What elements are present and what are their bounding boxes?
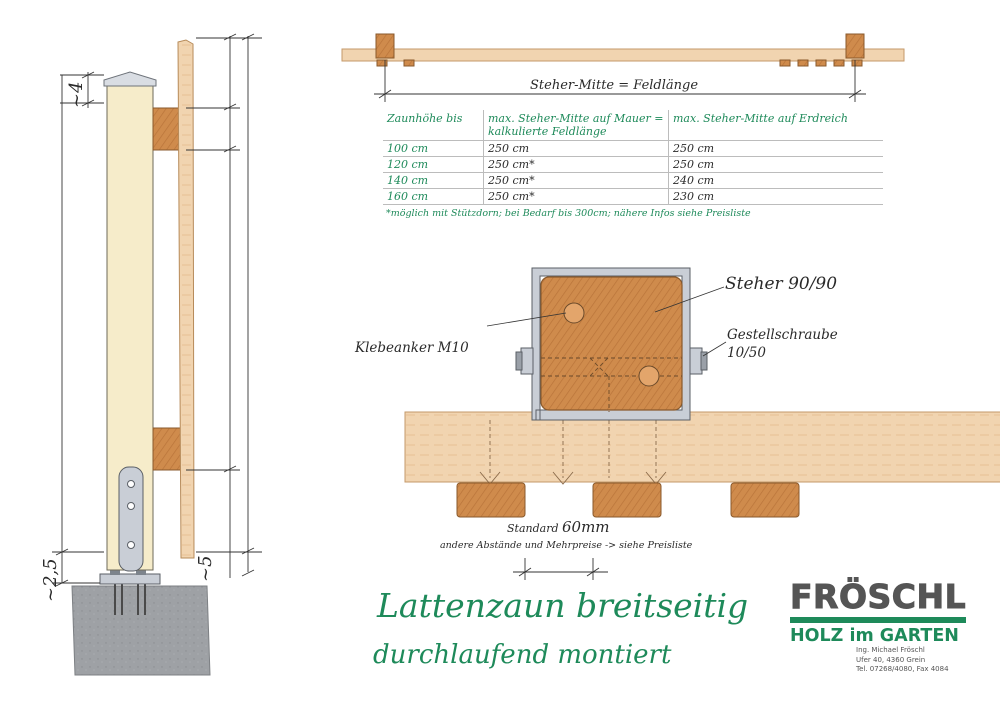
post-section [540,276,683,411]
fence-lath [177,39,195,559]
table-cell: 250 cm* [483,156,669,173]
dimension-bottom: ~2,5 [40,558,61,602]
table-cell: 240 cm [668,172,883,189]
side-view [52,33,262,676]
table-cell: 120 cm [383,156,484,173]
post-cap [103,71,157,87]
logo-divider [790,617,966,623]
table-footnote: *möglich mit Stützdorn; bei Bedarf bis 3… [386,208,751,219]
lath-section-3 [730,482,800,518]
standard-value: 60mm [562,518,610,536]
table-cell: 250 cm [668,140,883,157]
brand-logo: FRÖSCHL HOLZ im GARTEN [790,577,970,647]
logo-name: FRÖSCHL [790,577,967,616]
table-header: max. Steher-Mitte auf Mauer = kalkuliert… [483,110,669,141]
table-row: 120 cm 250 cm* 250 cm [383,156,883,173]
lath-section-2 [592,482,662,518]
dimension-top: ~4 [66,81,87,108]
table-cell: 250 cm [668,156,883,173]
anchor-hole-1 [563,302,585,324]
spacing-note: andere Abstände und Mehrpreise -> siehe … [440,540,693,551]
crossbeam-bottom [152,427,182,471]
anchor-label: Klebeanker M10 [355,340,469,356]
crossbeam-top [152,107,182,151]
concrete-base [71,585,211,676]
contact-line: Ufer 40, 4360 Grein [856,655,926,664]
post-label: Steher 90/90 [725,274,838,294]
spec-table: Zaunhöhe bis max. Steher-Mitte auf Mauer… [383,110,883,205]
field-length-label: Steher-Mitte = Feldlänge [530,78,699,93]
table-cell: 100 cm [383,140,484,157]
table-cell: 160 cm [383,188,484,205]
anchor-hole-2 [638,365,660,387]
screw-label-line1: Gestellschraube [727,327,838,343]
table-cell: 140 cm [383,172,484,189]
table-header: max. Steher-Mitte auf Erdreich [668,110,883,141]
title-line-2: durchlaufend montiert [373,640,672,670]
table-cell: 230 cm [668,188,883,205]
bolt-left [520,347,534,375]
table-row: 100 cm 250 cm 250 cm [383,140,883,157]
table-row: 140 cm 250 cm* 240 cm [383,172,883,189]
contact-line: Ing. Michael Fröschl [856,646,925,654]
screw-label-line2: 10/50 [727,345,766,361]
dimension-right: ~5 [195,555,216,582]
standard-spacing-label: Standard 60mm [507,518,610,536]
base-plate [99,573,161,585]
table-row: 160 cm 250 cm* 230 cm [383,188,883,205]
contact-info: Ing. Michael Fröschl Ufer 40, 4360 Grein… [856,646,949,675]
top-rail [341,48,905,62]
screw-label: Gestellschraube 10/50 [727,326,838,362]
table-header-row: Zaunhöhe bis max. Steher-Mitte auf Mauer… [383,110,883,141]
table-cell: 250 cm* [483,188,669,205]
lath-section-1 [456,482,526,518]
top-view [341,33,905,102]
table-header: Zaunhöhe bis [383,110,484,141]
table-cell: 250 cm* [483,172,669,189]
standard-prefix: Standard [507,522,559,535]
bolt-right [689,347,703,375]
rail-section [404,411,1000,483]
table-cell: 250 cm [483,140,669,157]
contact-line: Tel. 07268/4080, Fax 4084 [856,665,949,673]
section-detail [404,267,1000,580]
title-line-1: Lattenzaun breitseitig [377,586,749,625]
steel-bracket [118,466,144,572]
logo-tagline: HOLZ im GARTEN [790,626,959,646]
